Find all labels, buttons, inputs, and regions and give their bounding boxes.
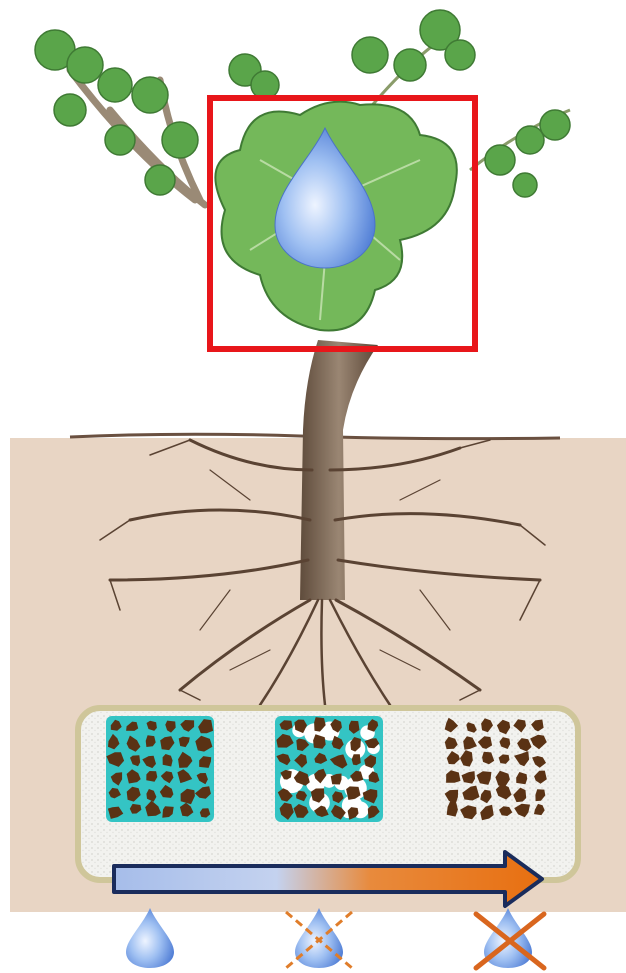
soil-particle [516, 772, 527, 784]
soil-particle [535, 789, 545, 801]
soil-panel-dry [442, 716, 550, 822]
soil-particle [513, 719, 526, 732]
soil-particle [480, 790, 491, 804]
soil-particle [460, 750, 473, 767]
soil-particle [352, 754, 361, 765]
cross-out-icon [470, 908, 550, 972]
soil-particle [497, 720, 510, 734]
soil-panel-partially-dry [275, 716, 383, 822]
soil-particle [534, 804, 545, 815]
soil-particle [481, 718, 493, 732]
soil-particle [478, 736, 492, 749]
soil-particle [466, 722, 477, 733]
soil-particle [447, 801, 458, 816]
soil-particle [513, 788, 526, 803]
cross-out-icon [282, 908, 356, 972]
soil-particle [514, 751, 529, 766]
water-drop-icon [120, 906, 180, 970]
soil-particle [499, 737, 510, 749]
soil-particle [445, 718, 458, 733]
soil-particle [499, 754, 510, 764]
soil-particle [480, 805, 494, 821]
soil-particle [445, 737, 458, 749]
soil-particle [496, 784, 512, 800]
soil-particle [462, 786, 479, 801]
drying-arrow [110, 848, 548, 910]
soil-panel-saturated [106, 716, 214, 822]
pore-water [106, 716, 214, 822]
soil-particle [477, 771, 492, 785]
soil-particle [482, 752, 494, 765]
soil-particle [514, 804, 530, 818]
soil-particle [517, 738, 531, 751]
soil-particle [532, 756, 546, 768]
soil-particle [463, 736, 477, 750]
soil-particle [462, 771, 476, 784]
soil-particle [530, 735, 547, 749]
soil-particle [447, 751, 460, 764]
soil-particle [534, 771, 547, 784]
soil-particle [499, 806, 512, 816]
soil-particle [446, 770, 460, 783]
soil-particle [531, 720, 544, 732]
soil-particle [460, 805, 477, 819]
